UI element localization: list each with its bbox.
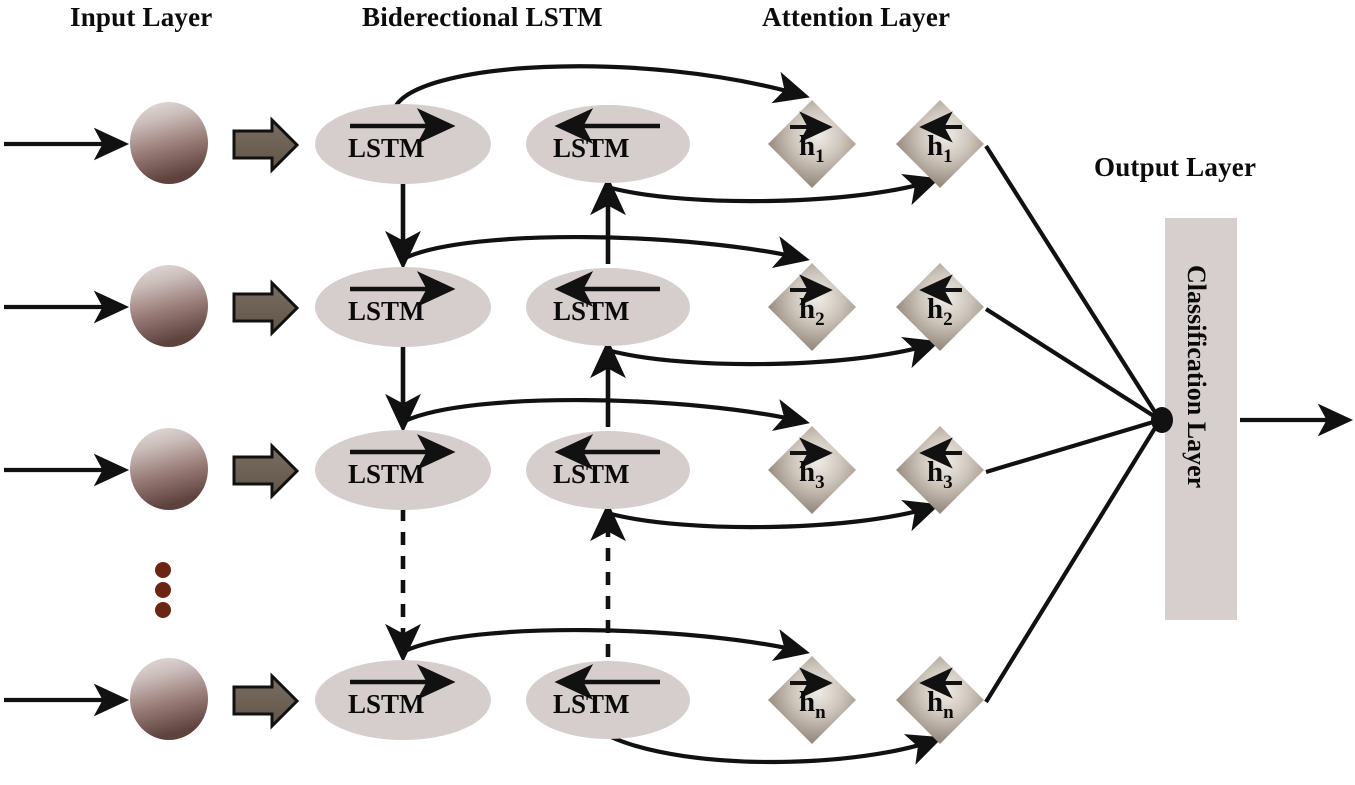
ellipsis-dot-3 [155, 602, 171, 618]
h-label-f1: h1 [799, 130, 825, 167]
forward-curve-row-n [404, 627, 810, 662]
classification-layer-label: Classification Layer [1182, 265, 1211, 489]
lstm-label-b3: LSTM [553, 459, 630, 489]
block-arrow-right-row-n [232, 672, 300, 730]
forward-diamond-row-3[interactable] [768, 426, 856, 514]
block-arrow-right-row-3 [232, 442, 300, 500]
fanin-line-row-3 [985, 417, 1161, 475]
title-output-layer: Output Layer [1094, 152, 1257, 182]
ellipsis-dot-2 [155, 582, 171, 598]
h-label-b3: h3 [927, 456, 953, 493]
forward-diamond-row-2[interactable] [768, 263, 856, 351]
lstm-cells [315, 104, 690, 740]
backward-curve-row-3 [610, 500, 940, 532]
backward-curve-row-n [610, 734, 943, 765]
block-arrows [232, 116, 300, 730]
forward-diamond-row-1[interactable] [768, 100, 856, 188]
fanin-line-row-1 [984, 144, 1162, 422]
convergence-node [1151, 407, 1173, 433]
diamond-direction-arrows [790, 111, 962, 699]
backward-diamond-row-3[interactable] [896, 426, 984, 514]
forward-diamond-row-n[interactable] [768, 656, 856, 744]
forward-attention-curves [392, 64, 810, 662]
title-input-layer: Input Layer [70, 2, 213, 32]
ellipsis-dot-1 [155, 562, 171, 578]
lstm-label-b2: LSTM [553, 296, 630, 326]
h-label-b2: h2 [927, 293, 953, 330]
title-bidirectional-lstm: Biderectional LSTM [362, 2, 603, 32]
fanin-line-row-2 [984, 307, 1162, 422]
forward-curve-row-1 [392, 64, 810, 111]
h-label-f2: h2 [799, 293, 825, 330]
block-arrow-right-row-1 [232, 116, 300, 174]
backward-diamond-row-2[interactable] [896, 263, 984, 351]
fanin-line-row-n [984, 418, 1162, 704]
block-arrow-right-row-2 [232, 279, 300, 337]
classifier-fanin-lines [984, 144, 1162, 704]
classification-layer-box[interactable] [1165, 218, 1237, 620]
ellipsis-dots [155, 562, 171, 618]
h-label-bn: hn [927, 686, 954, 723]
attention-diamonds [768, 100, 984, 744]
input-neurons [130, 102, 208, 740]
h-label-f3: h3 [799, 456, 825, 493]
backward-diamond-row-n[interactable] [896, 656, 984, 744]
input-neuron-row-3[interactable] [130, 428, 208, 510]
h-label-fn: hn [799, 686, 826, 723]
lstm-direction-arrows [350, 108, 660, 700]
lstm-label-b1: LSTM [553, 133, 630, 163]
lstm-label-f1: LSTM [348, 133, 425, 163]
input-arrows [4, 127, 130, 717]
backward-diamond-row-1[interactable] [896, 100, 984, 188]
backward-curve-row-2 [610, 337, 940, 369]
lstm-label-bn: LSTM [553, 689, 630, 719]
input-neuron-row-2[interactable] [130, 265, 208, 347]
backward-curve-row-1 [610, 174, 940, 206]
lstm-label-f3: LSTM [348, 459, 425, 489]
lstm-label-f2: LSTM [348, 296, 425, 326]
forward-curve-row-3 [404, 397, 810, 432]
forward-curve-row-2 [404, 234, 810, 269]
input-neuron-row-n[interactable] [130, 658, 208, 740]
backward-attention-curves [610, 174, 943, 765]
lstm-label-fn: LSTM [348, 689, 425, 719]
h-label-b1: h1 [927, 130, 953, 167]
title-attention-layer: Attention Layer [762, 2, 951, 32]
input-neuron-row-1[interactable] [130, 102, 208, 184]
